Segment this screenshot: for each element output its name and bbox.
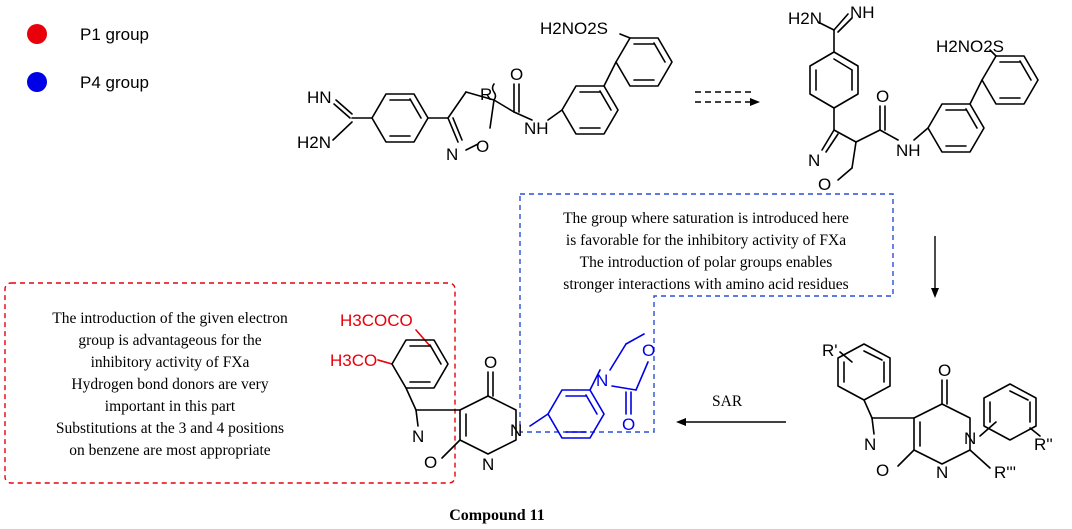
atom-O: O (484, 353, 497, 372)
atom-N: N (446, 145, 458, 164)
atom-O: O (818, 175, 831, 194)
compound-11-structure: H3COCO H3CO O N N N O N O (330, 311, 655, 474)
generic-scaffold: R' O N N N O R''' R'' (822, 341, 1053, 482)
atom-N: N (864, 435, 876, 454)
atom-N: N (808, 151, 820, 170)
p4-note-line-4: stronger interactions with amino acid re… (563, 276, 848, 293)
p1-legend-label: P1 group (80, 25, 149, 44)
lead-compound-isoxazoline: HN H2N N O R O NH (297, 19, 673, 164)
atom-R-prime: R' (822, 341, 838, 360)
atom-R-triple-prime: R''' (994, 463, 1016, 482)
p1-note-line-4: Hydrogen bond donors are very (71, 376, 268, 393)
atom-H2N: H2N (788, 9, 822, 28)
atom-H2NO2S: H2NO2S (936, 37, 1004, 56)
atom-N: N (596, 371, 608, 390)
atom-NH: NH (850, 3, 875, 22)
atom-N: N (510, 421, 522, 440)
atom-N: N (412, 427, 424, 446)
atom-H2N: H2N (297, 133, 331, 152)
atom-O: O (876, 461, 889, 480)
atom-NH: NH (896, 141, 921, 160)
p1-note-line-3: inhibitory activity of FXa (91, 354, 250, 371)
atom-O: O (938, 361, 951, 380)
dashed-arrow (695, 91, 760, 106)
p1-note-line-5: important in this part (105, 398, 236, 415)
atom-R: R (480, 85, 492, 104)
sar-label: SAR (712, 393, 743, 410)
p1-note-line-2: group is advantageous for the (78, 332, 261, 349)
atom-H2NO2S: H2NO2S (540, 19, 608, 38)
figure-caption: Compound 11 (449, 507, 545, 524)
atom-N: N (482, 455, 494, 474)
p1-note-line-6: Substitutions at the 3 and 4 positions (56, 420, 284, 437)
atom-N: N (936, 463, 948, 482)
p1-annotation-text: The introduction of the given electron g… (52, 310, 288, 459)
down-arrow (931, 236, 939, 298)
p4-note-line-2: is favorable for the inhibitory activity… (566, 232, 846, 249)
atom-O: O (424, 453, 437, 472)
p4-note-line-3: The introduction of polar groups enables (580, 254, 833, 271)
atom-O: O (510, 65, 523, 84)
atom-O: O (622, 415, 635, 434)
atom-N: N (964, 429, 976, 448)
p4-legend-dot (27, 72, 47, 92)
p1-legend-dot (27, 24, 47, 44)
atom-NH: NH (524, 119, 549, 138)
isoxazole-compound: H2N NH N O O NH H2NO2S (788, 3, 1039, 194)
atom-O: O (642, 341, 655, 360)
atom-O: O (876, 87, 889, 106)
p1-note-line-1: The introduction of the given electron (52, 310, 288, 327)
p1-annotation-box (4, 282, 456, 484)
atom-O: O (476, 137, 489, 156)
p1-note-line-7: on benzene are most appropriate (69, 442, 271, 459)
atom-R-double-prime: R'' (1034, 435, 1053, 454)
legend: P1 group P4 group (27, 24, 149, 92)
atom-H3CO: H3CO (330, 351, 377, 370)
p4-note-line-1: The group where saturation is introduced… (563, 210, 849, 227)
p4-annotation-text: The group where saturation is introduced… (563, 210, 849, 293)
atom-HN: HN (307, 88, 332, 107)
p4-legend-label: P4 group (80, 73, 149, 92)
p4-annotation-box (519, 193, 894, 433)
sar-arrow: SAR (676, 393, 786, 426)
atom-H3COCO: H3COCO (340, 311, 413, 330)
